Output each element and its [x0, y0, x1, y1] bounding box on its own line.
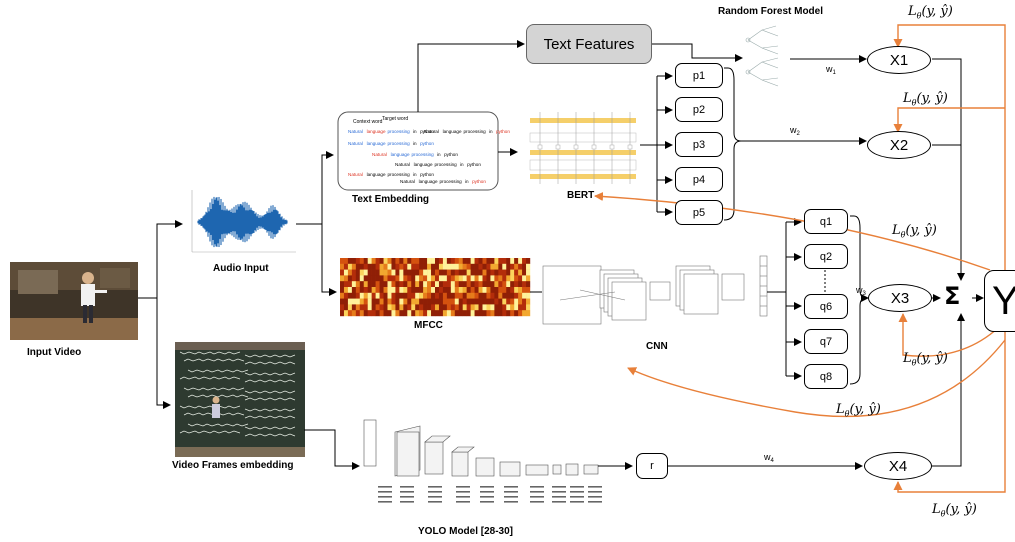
- svg-text:in: in: [413, 129, 417, 134]
- p-node: p3: [675, 132, 723, 157]
- video-frames-label: Video Frames embedding: [172, 460, 294, 471]
- q-node: q2: [804, 244, 848, 269]
- svg-text:python: python: [420, 141, 434, 146]
- random-forest-trees: [745, 25, 779, 87]
- loss-label: Lθ(y, ŷ): [903, 351, 948, 368]
- svg-text:processing: processing: [464, 129, 487, 134]
- svg-text:language: language: [367, 141, 386, 146]
- loss-feedback-arrows: [594, 24, 1006, 493]
- svg-text:language: language: [419, 179, 438, 184]
- x4-node: X4: [864, 452, 932, 480]
- input-video-label: Input Video: [27, 347, 82, 358]
- mfcc-heatmap: [340, 258, 531, 317]
- svg-text:Natural: Natural: [400, 179, 415, 184]
- input-video-image: [10, 262, 138, 340]
- p-node: p2: [675, 97, 723, 122]
- svg-text:language: language: [367, 172, 386, 177]
- svg-text:processing: processing: [440, 179, 463, 184]
- svg-text:language: language: [414, 162, 433, 167]
- x2-node: X2: [867, 131, 931, 159]
- svg-text:python: python: [467, 162, 481, 167]
- svg-text:Natural: Natural: [348, 141, 363, 146]
- svg-text:processing: processing: [388, 129, 411, 134]
- loss-label: Lθ(y, ŷ): [908, 4, 953, 21]
- target-word-label: Target word: [382, 116, 408, 122]
- svg-text:in: in: [437, 152, 441, 157]
- loss-label: Lθ(y, ŷ): [836, 402, 881, 419]
- svg-text:processing: processing: [388, 172, 411, 177]
- svg-text:in: in: [413, 141, 417, 146]
- audio-waveform: [188, 188, 298, 256]
- svg-text:processing: processing: [388, 141, 411, 146]
- svg-text:in: in: [413, 172, 417, 177]
- context-word-label: Context word: [353, 119, 383, 125]
- svg-text:Natural: Natural: [424, 129, 439, 134]
- q-node: q1: [804, 209, 848, 234]
- svg-text:python: python: [496, 129, 510, 134]
- cnn-label: CNN: [646, 341, 668, 352]
- output-y-node: Y: [984, 270, 1015, 332]
- audio-input-label: Audio Input: [213, 263, 269, 274]
- text-embedding-label: Text Embedding: [352, 194, 430, 205]
- svg-text:in: in: [489, 129, 493, 134]
- weight-w1: w1: [825, 64, 837, 76]
- loss-label: Lθ(y, ŷ): [932, 502, 977, 519]
- q-node: q7: [804, 329, 848, 354]
- weight-w4: w4: [763, 452, 775, 464]
- svg-text:Natural: Natural: [348, 129, 363, 134]
- svg-text:language: language: [443, 129, 462, 134]
- x1-node: X1: [867, 46, 931, 74]
- loss-label: Lθ(y, ŷ): [903, 91, 948, 108]
- p-node: p1: [675, 63, 723, 88]
- weight-w3: w3: [855, 285, 867, 297]
- p-node: p5: [675, 200, 723, 225]
- bert-label: BERT: [567, 190, 595, 201]
- cnn-figure: [542, 255, 768, 325]
- svg-text:processing: processing: [412, 152, 435, 157]
- svg-text:python: python: [420, 129, 434, 134]
- p-node: p4: [675, 167, 723, 192]
- svg-text:in: in: [460, 162, 464, 167]
- weight-w2: w2: [789, 125, 801, 137]
- text-embedding-box: Context word Target word Natural language…: [337, 111, 510, 191]
- svg-text:python: python: [472, 179, 486, 184]
- text-features-box: Text Features: [526, 24, 652, 64]
- svg-text:processing: processing: [435, 162, 458, 167]
- svg-text:language: language: [391, 152, 410, 157]
- svg-text:Natural: Natural: [395, 162, 410, 167]
- signal-connectors: [138, 40, 984, 470]
- random-forest-label: Random Forest Model: [718, 6, 824, 17]
- yolo-figure: [363, 419, 599, 477]
- sum-symbol: Σ: [944, 282, 961, 310]
- q-node: q6: [804, 294, 848, 319]
- x3-node: X3: [868, 284, 932, 312]
- bert-figure: [520, 108, 640, 186]
- mfcc-label: MFCC: [414, 320, 443, 331]
- svg-text:in: in: [465, 179, 469, 184]
- video-frames-image: [175, 342, 305, 457]
- svg-text:Natural: Natural: [372, 152, 387, 157]
- svg-text:python: python: [444, 152, 458, 157]
- loss-label: Lθ(y, ŷ): [892, 223, 937, 240]
- svg-text:Natural: Natural: [348, 172, 363, 177]
- yolo-label: YOLO Model [28-30]: [418, 526, 514, 537]
- svg-text:python: python: [420, 172, 434, 177]
- q-node: q8: [804, 364, 848, 389]
- svg-text:language: language: [367, 129, 386, 134]
- r-node: r: [636, 453, 668, 479]
